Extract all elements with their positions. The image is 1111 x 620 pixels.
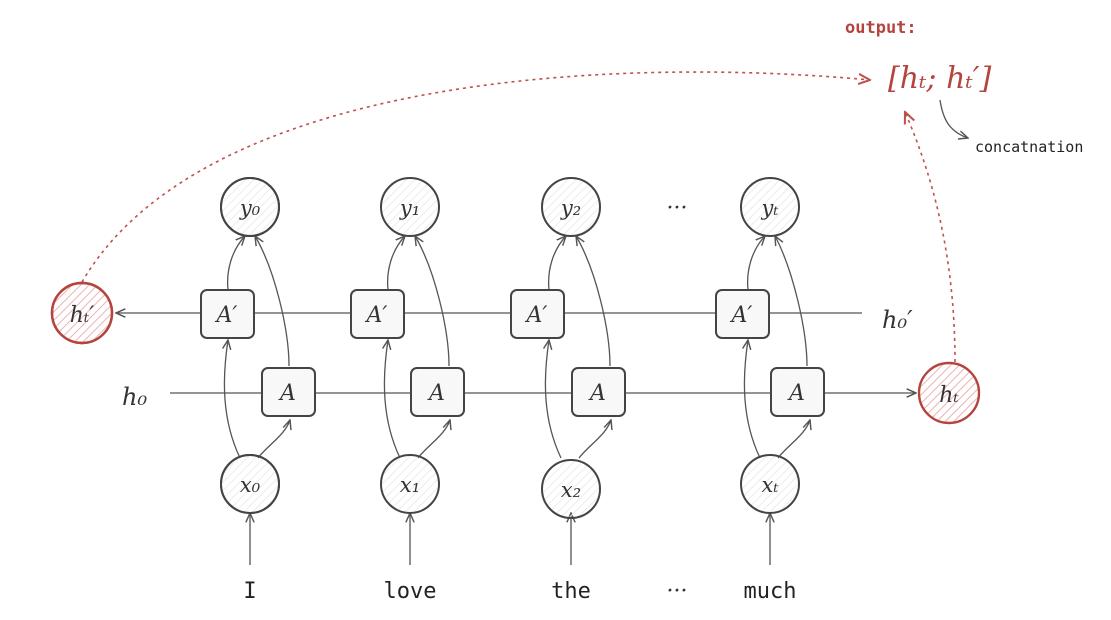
output-y0: y₀	[239, 196, 261, 220]
forward-cell-0	[261, 367, 316, 417]
ellipsis-words: ···	[667, 579, 688, 604]
forward-cell-label-1: A	[427, 381, 445, 406]
output-y2: y₂	[560, 196, 581, 220]
time-step-1: y₁ A′ A x₁ love	[350, 177, 465, 604]
ellipsis-outputs: ···	[667, 196, 688, 221]
input-xt: xₜ	[761, 473, 778, 497]
output-formula: [hₜ; hₜ′]	[888, 61, 992, 96]
backward-cell-1	[350, 289, 405, 339]
initial-backward-state: h₀′	[882, 306, 913, 334]
forward-cell-1	[410, 367, 465, 417]
input-x0: x₀	[240, 473, 261, 497]
word-2: the	[551, 579, 591, 604]
backward-cell-0	[200, 289, 255, 339]
final-forward-node: hₜ	[917, 361, 981, 425]
output-y1: y₁	[399, 196, 420, 220]
concatenation-note: concatnation	[975, 138, 1083, 156]
forward-to-output-arrow	[905, 112, 956, 363]
time-step-t: yₜ A′ A xₜ much	[715, 177, 825, 604]
backward-cell-label-2: A′	[525, 303, 548, 328]
output-yt: yₜ	[760, 196, 778, 220]
time-step-0: y₀ A′ A x₀ I	[200, 177, 316, 604]
forward-cell-2	[571, 367, 626, 417]
final-backward-label: hₜ′	[70, 303, 95, 328]
output-label: output:	[845, 18, 917, 38]
forward-cell-label-0: A	[278, 381, 296, 406]
final-forward-label: hₜ	[939, 383, 959, 408]
initial-forward-state: h₀	[122, 383, 147, 411]
backward-cell-2	[510, 289, 565, 339]
final-backward-node: hₜ′	[50, 281, 114, 345]
word-0: I	[243, 579, 256, 604]
forward-cell-label-t: A	[787, 381, 805, 406]
concatenation-pointer	[939, 99, 968, 138]
backward-cell-label-t: A′	[730, 303, 753, 328]
input-x1: x₁	[400, 473, 420, 497]
backward-cell-label-0: A′	[215, 303, 238, 328]
input-x2: x₂	[561, 478, 581, 502]
forward-cell-t	[770, 367, 825, 417]
backward-cell-label-1: A′	[365, 303, 388, 328]
word-t: much	[744, 579, 797, 604]
time-step-2: y₂ A′ A x₂ the	[510, 177, 626, 604]
backward-to-output-arrow	[81, 71, 870, 283]
forward-cell-label-2: A	[588, 381, 606, 406]
word-1: love	[384, 579, 437, 604]
backward-cell-t	[715, 289, 770, 339]
